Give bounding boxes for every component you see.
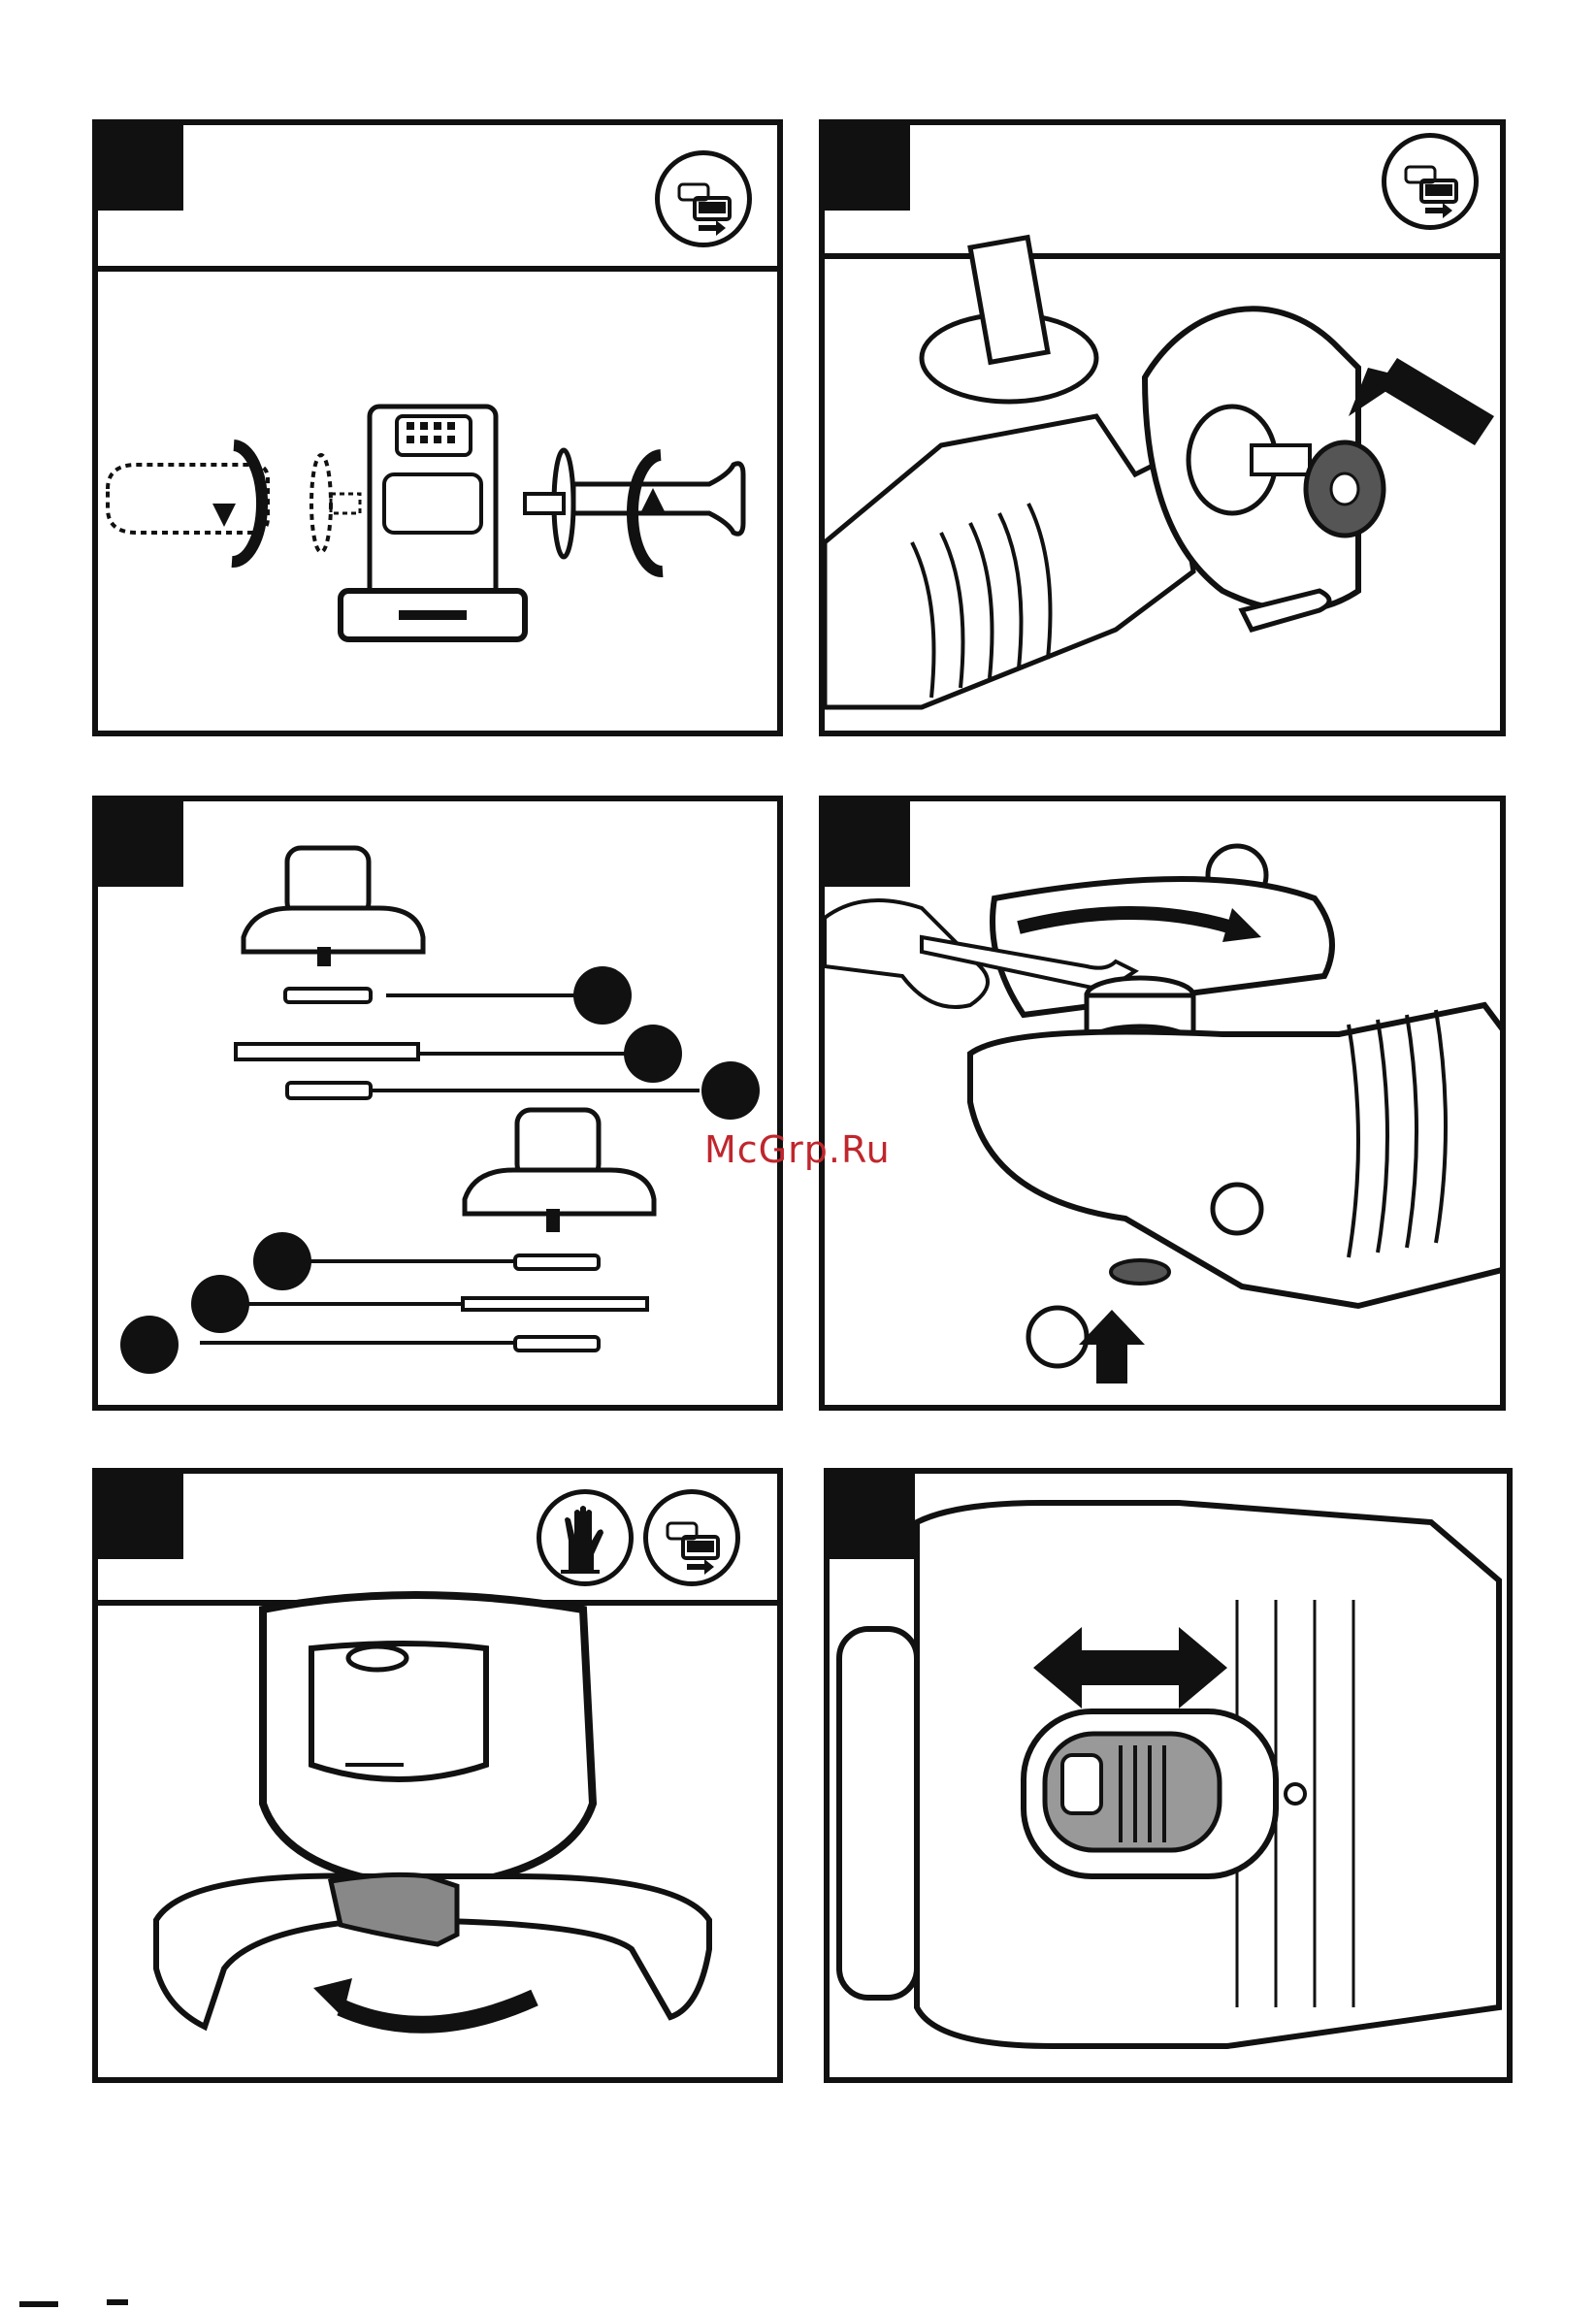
wrench-tightening-illustration	[825, 801, 1500, 1405]
guard-adjust-illustration	[98, 1474, 777, 2077]
handle-mount-illustration	[98, 125, 777, 731]
flange-stack-diagram	[98, 801, 777, 1405]
switch-slider-illustration	[830, 1474, 1507, 2077]
panel-4	[819, 796, 1506, 1411]
panel-1	[92, 119, 783, 736]
panel-2	[819, 119, 1506, 736]
flange-nut-illustration	[825, 125, 1500, 731]
panel-5	[92, 1468, 783, 2083]
watermark-text: McGrp.Ru	[704, 1128, 891, 1171]
panel-6	[824, 1468, 1513, 2083]
panel-3	[92, 796, 783, 1411]
page-number-fragment	[0, 2292, 155, 2311]
